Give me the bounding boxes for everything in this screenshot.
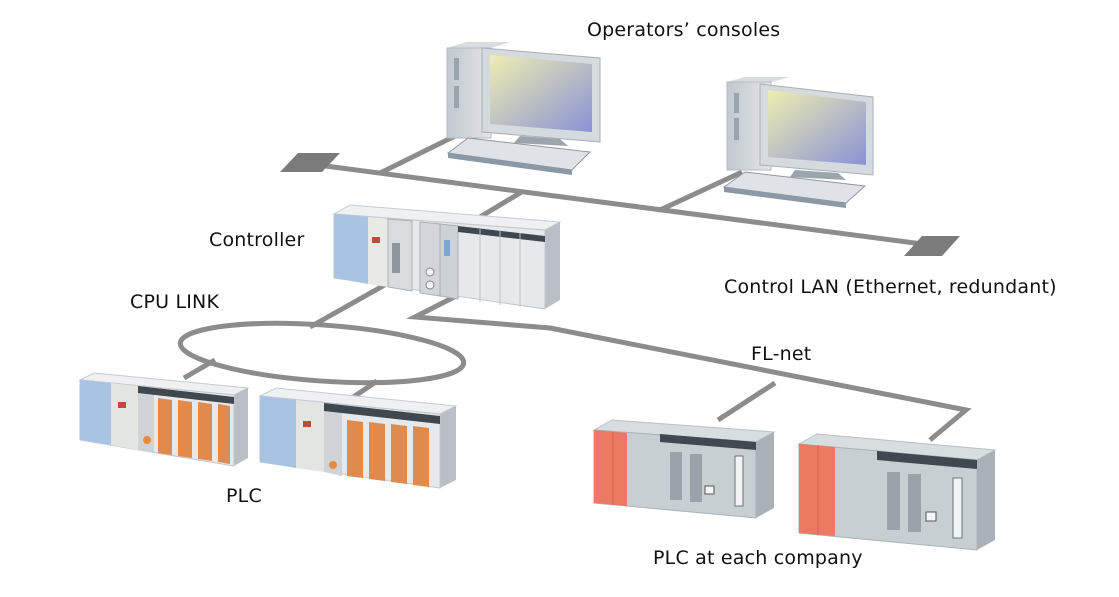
label-operators-consoles: Operators’ consoles xyxy=(587,19,781,41)
label-fl-net: FL-net xyxy=(751,343,812,365)
operator-console-1 xyxy=(446,42,601,175)
plc-rack-2 xyxy=(258,387,458,489)
operator-console-2 xyxy=(722,77,874,208)
plc-rack-1 xyxy=(78,372,250,467)
lan-terminator-right xyxy=(904,236,960,256)
label-plc-each-company: PLC at each company xyxy=(653,547,863,569)
label-plc: PLC xyxy=(226,485,262,507)
lan-terminator-left xyxy=(280,153,340,172)
label-cpu-link: CPU LINK xyxy=(130,291,220,313)
label-controller: Controller xyxy=(209,229,305,251)
cpu-link-cable xyxy=(177,279,467,401)
company-plc-rack-1 xyxy=(592,419,776,519)
label-control-lan: Control LAN (Ethernet, redundant) xyxy=(724,276,1057,298)
company-plc-rack-2 xyxy=(797,433,997,551)
fl-net-cable xyxy=(406,290,972,442)
controller-rack xyxy=(332,204,562,310)
